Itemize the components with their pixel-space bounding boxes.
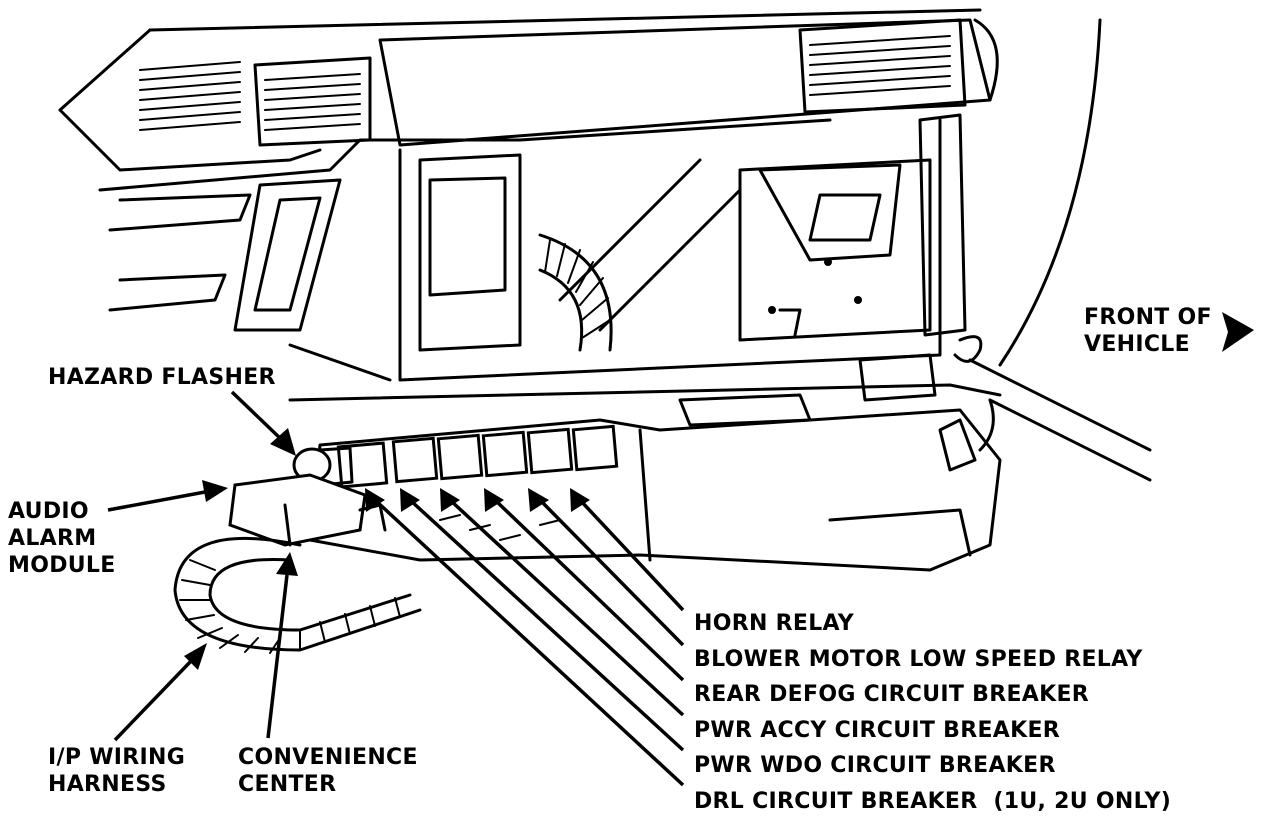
pwr-wdo-breaker-label: PWR WDO CIRCUIT BREAKER — [694, 753, 1056, 778]
component-list: HORN RELAY BLOWER MOTOR LOW SPEED RELAY … — [694, 606, 1171, 819]
horn-relay-label: HORN RELAY — [694, 611, 854, 636]
convenience-center-label: CONVENIENCE CENTER — [238, 744, 418, 798]
ip-wiring-harness-line-1: I/P WIRING — [48, 745, 186, 770]
front-of-vehicle-label: FRONT OF VEHICLE — [1084, 304, 1212, 358]
upper-harness — [538, 233, 613, 352]
convenience-center-module — [308, 353, 1002, 572]
hazard-flasher-label: HAZARD FLASHER — [48, 365, 276, 390]
leader-lines — [107, 390, 685, 787]
drl-breaker-label: DRL CIRCUIT BREAKER (1U, 2U ONLY) — [694, 788, 1172, 814]
convenience-center-line-1: CONVENIENCE — [238, 745, 418, 770]
vent-grilles — [139, 18, 967, 147]
audio-alarm-module-line-1: AUDIO — [8, 499, 89, 524]
pwr-accy-breaker-label: PWR ACCY CIRCUIT BREAKER — [694, 717, 1061, 743]
audio-alarm-module-line-3: MODULE — [8, 553, 116, 578]
rear-defog-breaker-label: REAR DEFOG CIRCUIT BREAKER — [694, 682, 1090, 707]
dashboard-outline — [58, 8, 1152, 482]
convenience-center-line-2: CENTER — [238, 772, 337, 797]
front-arrow-icon — [1222, 312, 1254, 352]
blower-motor-relay-label: BLOWER MOTOR LOW SPEED RELAY — [694, 646, 1143, 672]
front-of-vehicle-line-1: FRONT OF — [1084, 305, 1212, 330]
ip-wiring-harness-loop — [173, 536, 422, 654]
front-of-vehicle-line-2: VEHICLE — [1084, 332, 1190, 357]
audio-alarm-module-line-2: ALARM — [8, 526, 97, 551]
ip-wiring-harness-label: I/P WIRING HARNESS — [48, 744, 185, 798]
audio-alarm-module-label: AUDIO ALARM MODULE — [8, 498, 116, 579]
hazard-flasher-module — [228, 446, 387, 547]
ip-wiring-harness-line-2: HARNESS — [48, 772, 167, 797]
